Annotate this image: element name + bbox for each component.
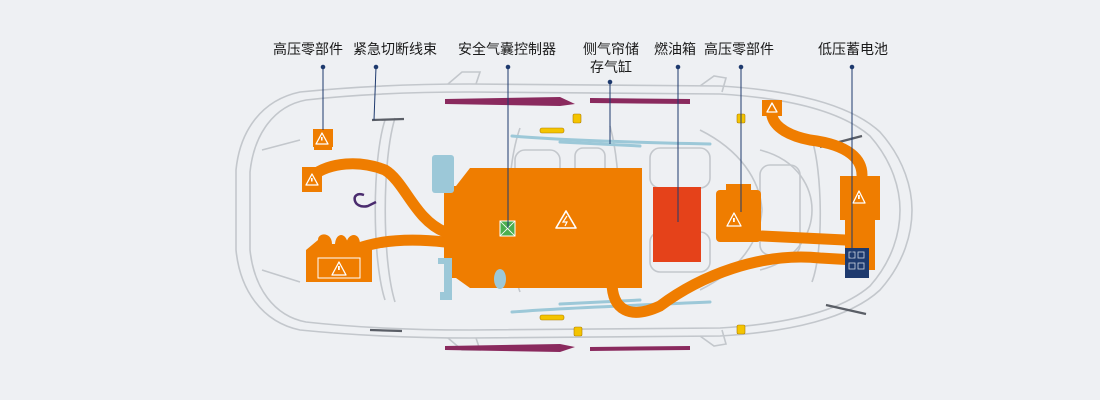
side-airbag-strips: [445, 97, 690, 352]
cutoff-bars: [369, 117, 867, 333]
leader-lines: [320, 64, 855, 258]
label-fuel-tank: 燃油箱: [654, 42, 696, 58]
warning-icon: [331, 261, 347, 276]
hv-battery-pack: [432, 155, 642, 300]
warning-icon: [555, 210, 577, 229]
label-hv-components-front: 高压零部件: [273, 42, 343, 58]
front-loop: [353, 192, 377, 208]
label-side-curtain-reservoir-1: 侧气帘储: [583, 42, 639, 58]
warning-icon: [852, 190, 866, 204]
warning-icon: [726, 212, 742, 227]
label-side-curtain-reservoir-2: 存气缸: [590, 60, 632, 76]
rear-hv-component: [716, 184, 761, 242]
label-low-voltage-battery: 低压蓄电池: [818, 42, 888, 58]
warning-icon: [315, 132, 329, 145]
small-markers: [539, 113, 746, 337]
front-component-label: [317, 257, 361, 279]
label-hv-components-rear: 高压零部件: [704, 42, 774, 58]
warning-icon: [305, 173, 319, 186]
right-hv-box: [840, 176, 880, 220]
fuel-tank: [653, 187, 701, 262]
hv-cables: [306, 110, 868, 318]
curtain-gas-reservoir-lines: [510, 134, 712, 314]
label-airbag-controller: 安全气囊控制器: [458, 42, 556, 58]
label-emergency-cutoff-harness: 紧急切断线束: [353, 42, 437, 58]
warning-icon: [766, 102, 778, 113]
low-voltage-battery: [845, 248, 869, 278]
